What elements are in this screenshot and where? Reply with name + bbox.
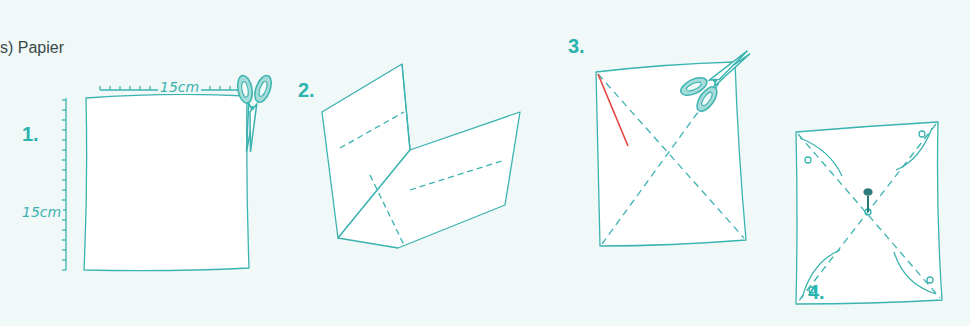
step-number: 1. — [22, 124, 39, 144]
step-number: 4. — [808, 282, 825, 302]
step-number: 3. — [568, 36, 585, 56]
step-number: 2. — [298, 80, 315, 100]
dimension-label: 15cm — [20, 205, 63, 219]
material-text: s) Papier — [0, 40, 64, 56]
dimension-label: 15cm — [158, 80, 201, 94]
